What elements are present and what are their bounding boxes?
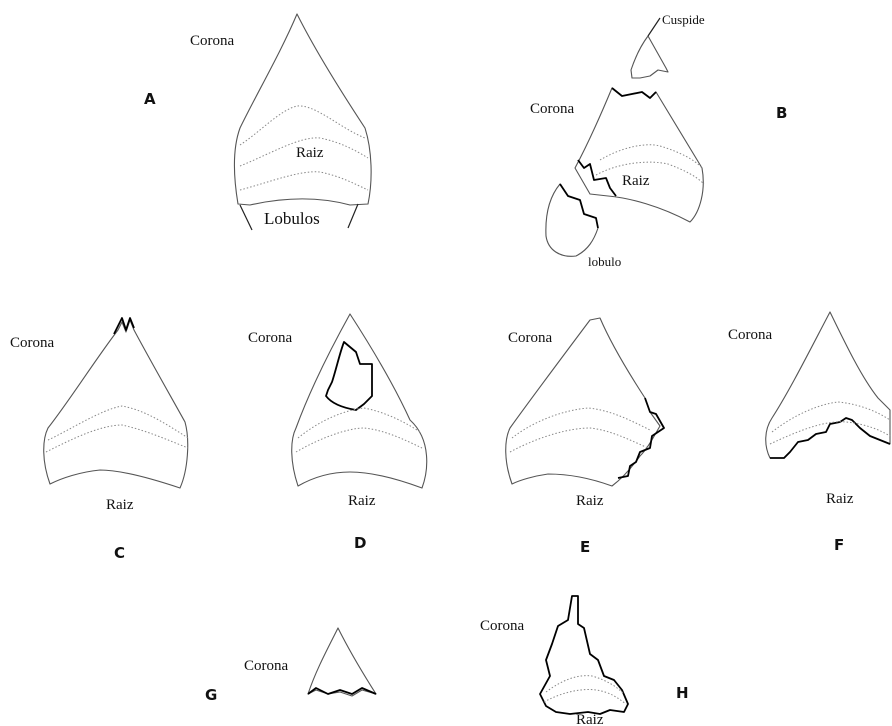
tooth-outline bbox=[307, 627, 377, 697]
crown-root-boundary bbox=[595, 161, 705, 185]
tooth-outline bbox=[505, 317, 661, 487]
tooth-outline bbox=[234, 13, 372, 206]
panel-e: Corona Raiz E bbox=[505, 317, 665, 556]
panel-letter: D bbox=[354, 534, 366, 552]
fracture-edge bbox=[617, 397, 665, 479]
label-raiz: Raiz bbox=[576, 493, 604, 509]
fracture-edge bbox=[307, 687, 377, 695]
fracture-edge bbox=[559, 183, 599, 229]
panel-g: Corona G bbox=[205, 627, 377, 704]
label-corona: Corona bbox=[508, 330, 553, 346]
crown-root-boundary bbox=[543, 689, 627, 705]
fracture-edge bbox=[113, 317, 135, 335]
crown-root-boundary bbox=[239, 137, 369, 167]
tooth-outline bbox=[291, 313, 428, 489]
crown-root-boundary bbox=[509, 427, 649, 453]
label-raiz: Raiz bbox=[348, 493, 376, 509]
label-raiz: Raiz bbox=[576, 712, 604, 726]
label-raiz: Raiz bbox=[106, 497, 134, 513]
lobe-leader-line bbox=[239, 204, 253, 231]
crown-root-boundary bbox=[511, 407, 651, 439]
panel-f: Corona Raiz F bbox=[728, 311, 891, 554]
panel-letter: E bbox=[580, 538, 590, 556]
panel-letter: H bbox=[676, 684, 689, 702]
panel-b: Cuspide Corona Raiz lobulo B bbox=[530, 12, 787, 269]
fracture-outline bbox=[325, 341, 373, 411]
panel-letter: B bbox=[776, 104, 787, 122]
tooth-outline bbox=[539, 595, 629, 715]
panel-letter: G bbox=[205, 686, 217, 704]
fracture-edge bbox=[770, 417, 891, 459]
label-corona: Corona bbox=[480, 618, 525, 634]
crown-root-boundary bbox=[545, 675, 625, 695]
crown-root-boundary bbox=[47, 405, 189, 441]
panel-letter: A bbox=[144, 90, 156, 108]
label-corona: Corona bbox=[190, 33, 235, 49]
label-cuspide: Cuspide bbox=[662, 12, 705, 27]
panel-letter: F bbox=[834, 536, 844, 554]
fracture-edge bbox=[577, 159, 617, 197]
cusp-leader-line bbox=[647, 17, 661, 37]
label-corona: Corona bbox=[530, 101, 575, 117]
label-lobulo: lobulo bbox=[588, 254, 621, 269]
panel-h: Corona Raiz H bbox=[480, 595, 689, 726]
tooth-outline bbox=[574, 87, 704, 223]
crown-root-boundary bbox=[239, 105, 366, 146]
label-corona: Corona bbox=[728, 327, 773, 343]
panel-a: Corona Raiz Lobulos A bbox=[144, 13, 372, 231]
crown-root-boundary bbox=[239, 171, 369, 191]
label-corona: Corona bbox=[10, 335, 55, 351]
panel-c: Corona Raiz C bbox=[10, 317, 189, 562]
label-corona: Corona bbox=[244, 658, 289, 674]
label-raiz: Raiz bbox=[296, 145, 324, 161]
fracture-edge bbox=[611, 87, 657, 99]
label-raiz: Raiz bbox=[622, 173, 650, 189]
crown-root-boundary bbox=[295, 427, 423, 453]
label-raiz: Raiz bbox=[826, 491, 854, 507]
crown-root-boundary bbox=[45, 424, 189, 453]
broken-lobe-fragment bbox=[545, 183, 599, 257]
tooth-outline bbox=[43, 319, 189, 489]
label-corona: Corona bbox=[248, 330, 293, 346]
panel-letter: C bbox=[114, 544, 125, 562]
crown-root-boundary bbox=[297, 407, 421, 439]
crown-root-boundary bbox=[769, 421, 891, 445]
lobe-leader-line bbox=[347, 203, 359, 229]
panel-d: Corona Raiz D bbox=[248, 313, 428, 552]
broken-cusp-fragment bbox=[630, 35, 669, 79]
label-lobulos: Lobulos bbox=[264, 209, 320, 228]
crown-root-boundary bbox=[599, 144, 703, 169]
crown-root-boundary bbox=[771, 401, 891, 433]
